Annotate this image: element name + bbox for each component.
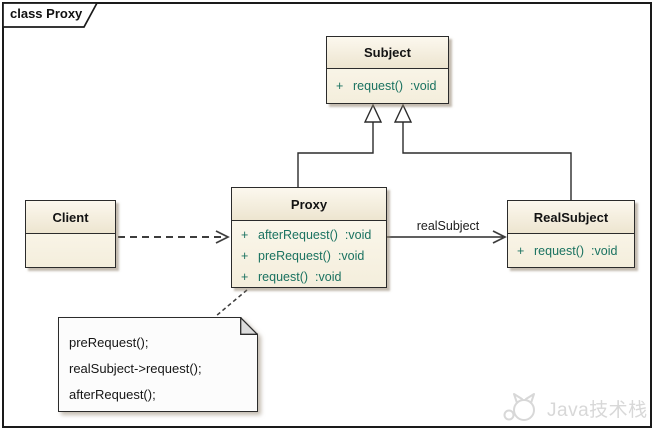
class-name-realsubject: RealSubject (508, 201, 634, 234)
class-name-subject: Subject (327, 37, 448, 69)
member-visibility: + (241, 227, 249, 242)
frame-tab-label: class Proxy (10, 6, 83, 21)
member-visibility: + (517, 243, 525, 258)
member-visibility: + (336, 79, 344, 93)
watermark: Java技术栈 (500, 387, 648, 429)
generalization-arrowhead-icon (363, 103, 383, 123)
member-row: + request() :void (508, 244, 623, 258)
member-visibility: + (241, 269, 249, 284)
generalization-arrowhead-icon (393, 103, 413, 123)
member-signature: preRequest() (258, 248, 331, 263)
class-box-client: Client (25, 200, 116, 268)
open-arrowhead-icon (215, 230, 230, 244)
member-type: :void (344, 227, 372, 242)
class-name-proxy: Proxy (232, 188, 386, 221)
class-box-realsubject: RealSubject + request() :void (507, 200, 635, 268)
member-signature: request() (534, 243, 585, 258)
open-arrowhead-icon (492, 230, 507, 244)
member-type: :void (315, 269, 342, 284)
association-label: realSubject (416, 219, 480, 233)
note-line: preRequest(); (69, 335, 149, 350)
class-name-client: Client (26, 201, 115, 234)
member-type: :void (591, 243, 618, 258)
member-row: + request() :void (327, 79, 442, 93)
uml-note: preRequest(); realSubject->request(); af… (58, 317, 258, 412)
member-visibility: + (241, 248, 249, 263)
member-type: :void (337, 248, 365, 263)
watermark-text: Java技术栈 (547, 399, 648, 421)
note-connector (215, 289, 248, 317)
member-signature: afterRequest() (258, 227, 338, 242)
member-row: + preRequest() :void (232, 245, 386, 266)
class-box-subject: Subject + request() :void (326, 36, 449, 104)
note-fold-icon (240, 317, 258, 335)
generalization-realsubject-to-subject (402, 122, 572, 200)
note-line: realSubject->request(); (69, 361, 202, 376)
member-row: + request() :void (232, 266, 386, 287)
note-line: afterRequest(); (69, 387, 156, 402)
generalization-proxy-to-subject (297, 122, 374, 187)
class-box-proxy: Proxy + afterRequest() :void + preReques… (231, 187, 387, 288)
diagram-frame (2, 2, 652, 428)
member-row: + afterRequest() :void (232, 224, 386, 245)
member-signature: request() (258, 269, 309, 284)
member-type: :void (410, 79, 437, 93)
member-signature: request() (353, 79, 404, 93)
frame-tab-shape (2, 2, 99, 28)
javastack-logo-icon (503, 393, 535, 421)
